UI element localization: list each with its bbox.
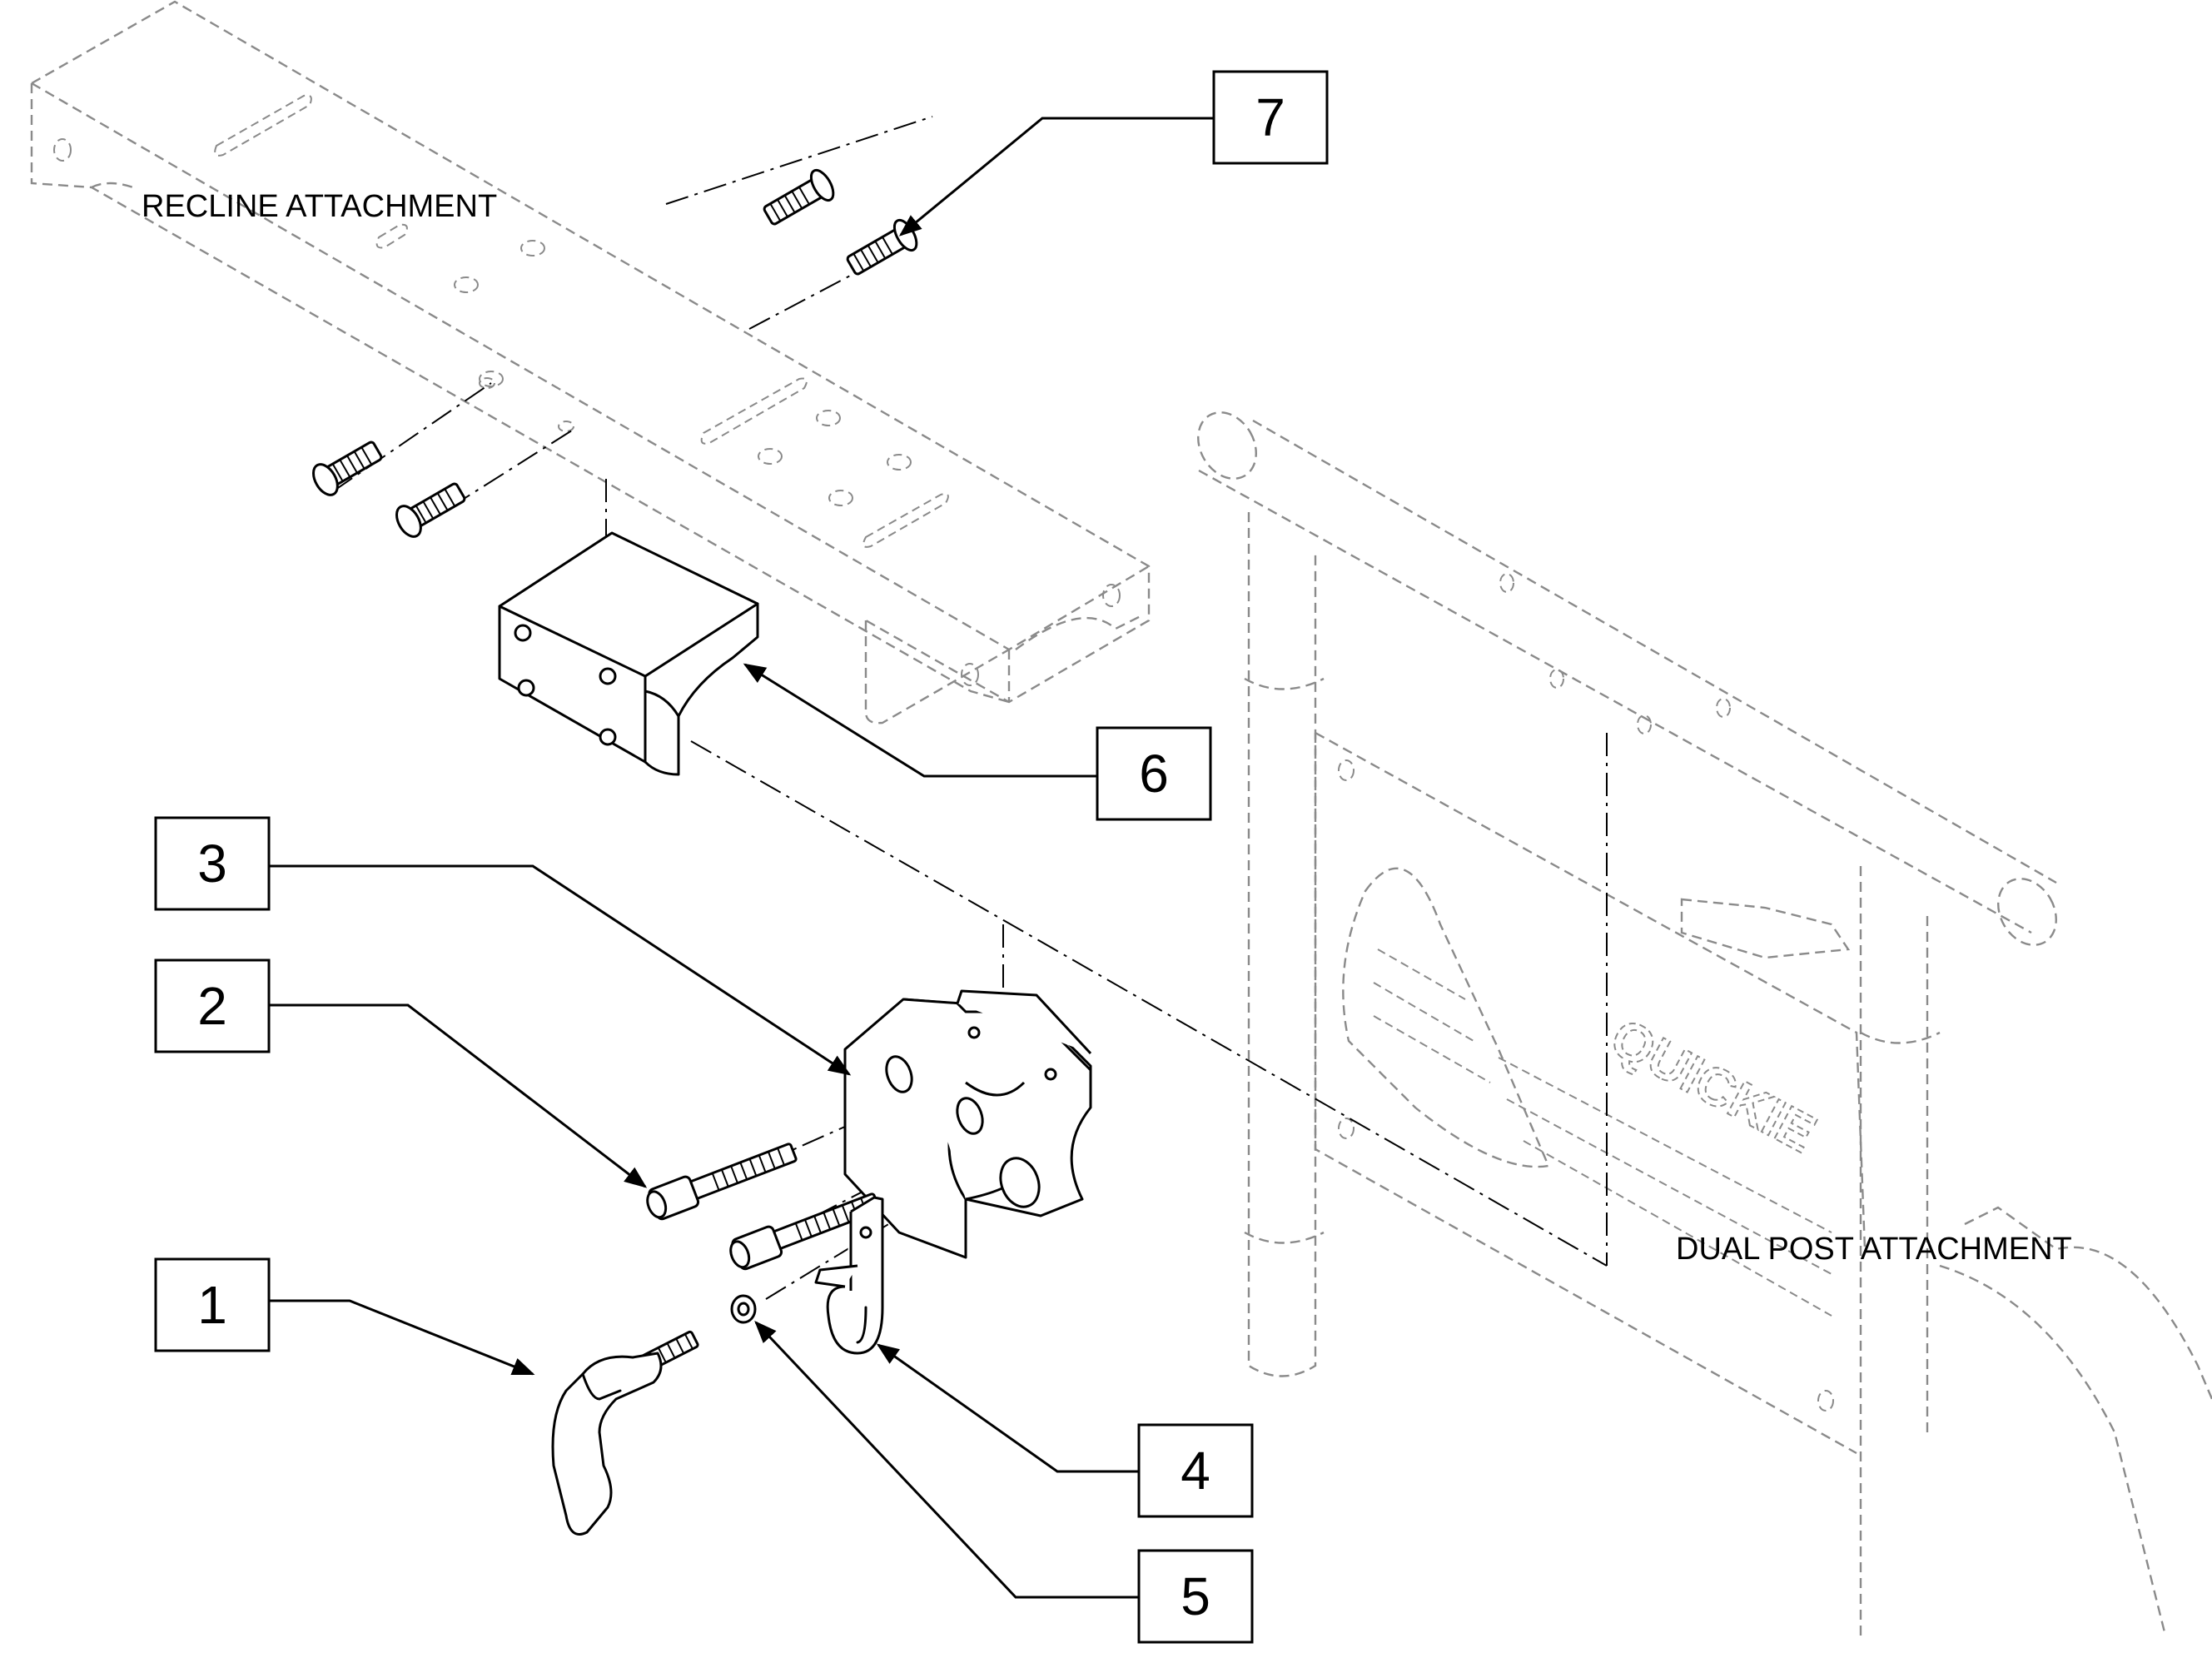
- callout-3: 3: [154, 816, 852, 1076]
- svg-text:1: 1: [197, 1275, 227, 1335]
- callout-7: 7: [898, 70, 1329, 237]
- recline-attachment-frame: [30, 0, 1151, 724]
- svg-text:6: 6: [1139, 744, 1169, 804]
- callout-2: 2: [154, 958, 648, 1188]
- part-5-washer: [730, 1294, 757, 1324]
- callout-6: 6: [743, 663, 1212, 821]
- svg-text:7: 7: [1255, 87, 1285, 147]
- part-1-lever: [551, 1330, 699, 1536]
- part-4-clip: [814, 1196, 884, 1355]
- part-6-bracket: [498, 531, 759, 776]
- svg-text:5: 5: [1181, 1566, 1210, 1626]
- callout-4: 4: [876, 1343, 1254, 1518]
- quickie-logo-text: QUICKIE: [1601, 1007, 1825, 1164]
- callout-1: 1: [154, 1257, 535, 1376]
- part-2-screws: [646, 1143, 881, 1271]
- svg-text:3: 3: [197, 834, 227, 894]
- callout-5: 5: [754, 1321, 1254, 1644]
- svg-text:2: 2: [197, 976, 227, 1036]
- svg-text:4: 4: [1181, 1441, 1210, 1501]
- dual-post-attachment-label: DUAL POST ATTACHMENT: [1676, 1232, 2072, 1267]
- part-3-clamp: [843, 989, 1092, 1259]
- dual-post-attachment-frame: QUICKIE: [1197, 411, 2212, 1641]
- recline-attachment-label: RECLINE ATTACHMENT: [142, 189, 497, 224]
